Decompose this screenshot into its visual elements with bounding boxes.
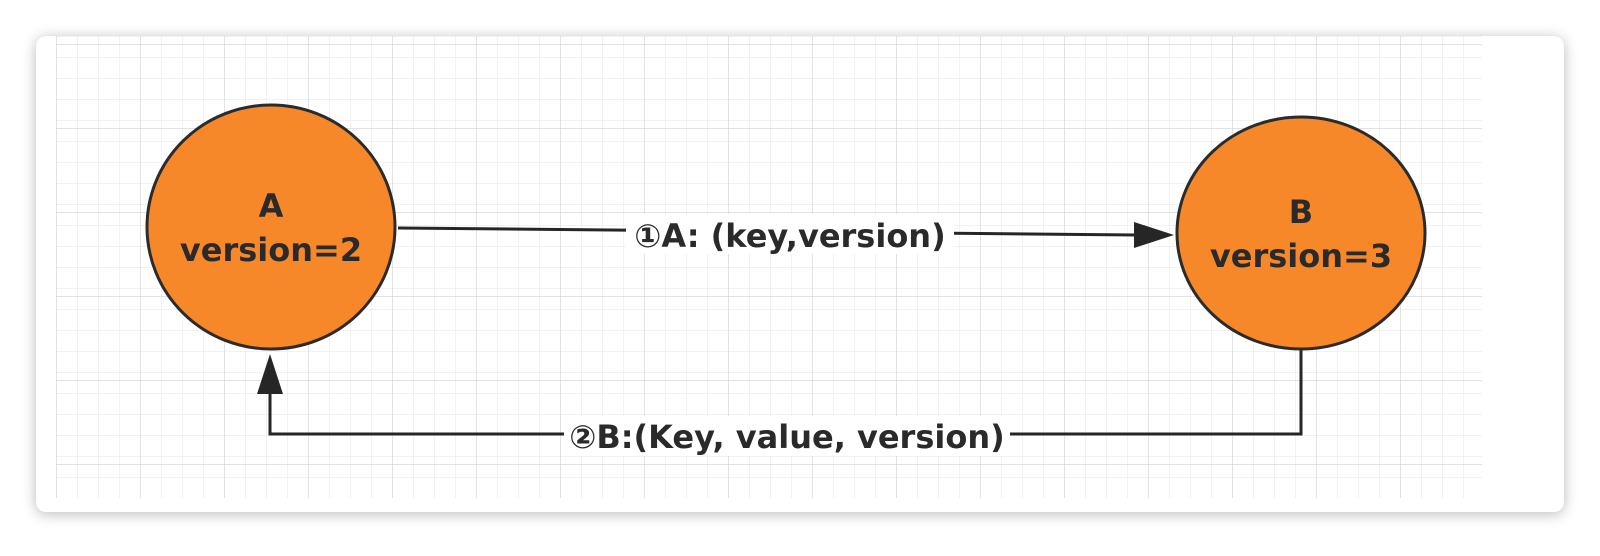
diagram-canvas: ①A: (key,version) ②B:(Key, value, versio…: [56, 36, 1482, 498]
arrowhead-to-b: [1134, 222, 1174, 248]
node-b-version: version=3: [1210, 237, 1392, 275]
diagram-card: ①A: (key,version) ②B:(Key, value, versio…: [36, 36, 1564, 512]
edge-b-to-a: ②B:(Key, value, version): [257, 350, 1303, 456]
node-b-name: B: [1289, 193, 1313, 231]
arrowhead-to-a: [257, 354, 283, 394]
node-a-circle: [145, 103, 397, 351]
node-b[interactable]: B version=3: [1175, 115, 1427, 351]
node-b-circle: [1175, 115, 1427, 351]
edge-a-to-b-label: ①A: (key,version): [634, 217, 945, 255]
node-a-name: A: [259, 187, 284, 225]
edge-b-to-a-label-bg: [564, 416, 1010, 456]
node-a-version: version=2: [180, 231, 362, 269]
edge-b-to-a-label: ②B:(Key, value, version): [569, 418, 1004, 456]
edge-a-to-b: ①A: (key,version): [397, 214, 1174, 255]
node-a[interactable]: A version=2: [145, 103, 397, 351]
edge-a-to-b-label-bg: [626, 214, 954, 254]
